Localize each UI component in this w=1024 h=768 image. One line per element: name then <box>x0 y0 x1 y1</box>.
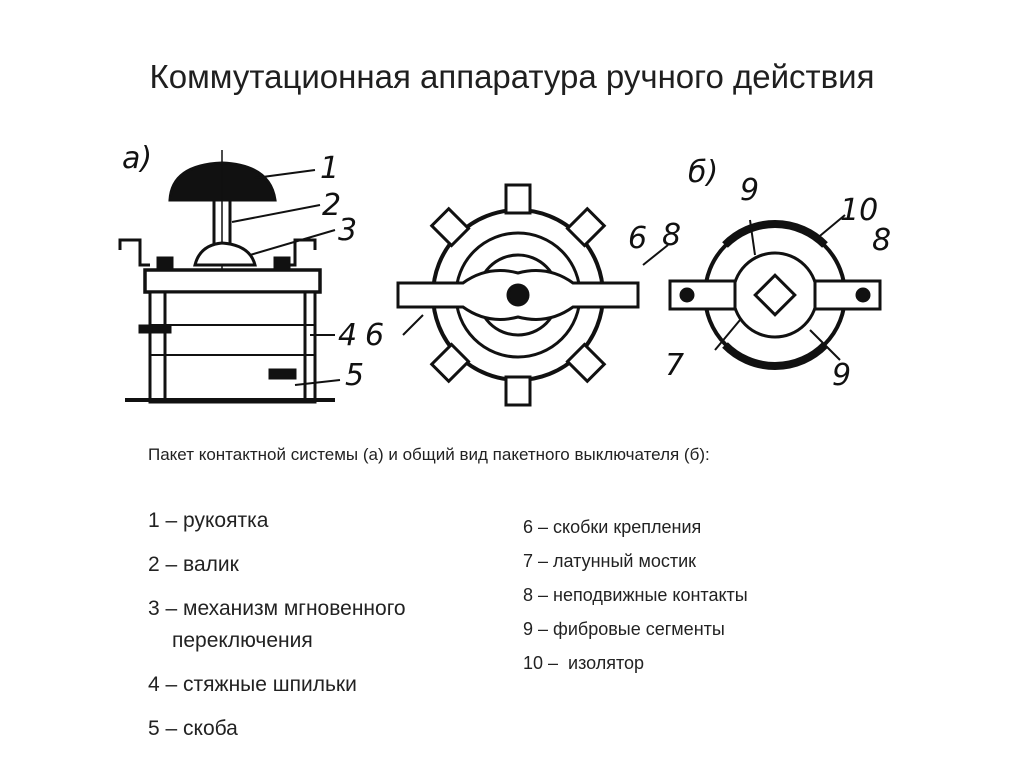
legend-item: 5 – скоба <box>148 717 238 740</box>
switch-diagram: а) б) 1 2 3 4 5 6 6 8 8 9 9 10 7 <box>110 130 910 430</box>
side-view-drawing <box>118 150 341 404</box>
contact-package-drawing <box>396 183 669 407</box>
legend-right-list: 6 – скобки крепления 7 – латунный мостик… <box>523 515 923 685</box>
slide-title: Коммутационная аппаратура ручного действ… <box>149 58 875 95</box>
callout-6-left: 6 <box>365 318 384 353</box>
legend-item: 3 – механизм мгновенного переключения <box>148 597 406 652</box>
callout-10: 10 <box>840 193 878 228</box>
legend-item: 2 – валик <box>148 553 239 576</box>
figure-caption: Пакет контактной системы (а) и общий вид… <box>148 445 710 464</box>
figure-b-label: б) <box>688 155 718 190</box>
callout-6-right: 6 <box>628 221 647 256</box>
callout-9-top: 9 <box>740 173 759 208</box>
callout-8-left: 8 <box>662 218 681 253</box>
callout-3: 3 <box>338 213 357 248</box>
legend-left-list: 1 – рукоятка 2 – валик 3 – механизм мгно… <box>148 505 508 757</box>
callout-4: 4 <box>338 318 357 353</box>
callout-1: 1 <box>320 151 339 186</box>
legend-item: 4 – стяжные шпильки <box>148 673 357 696</box>
callout-8-right: 8 <box>872 223 891 258</box>
callout-9-bottom: 9 <box>832 358 851 393</box>
legend-item: 9 – фибровые сегменты <box>523 619 725 639</box>
switch-diagram-svg: а) б) 1 2 3 4 5 6 6 8 8 9 9 10 7 <box>118 141 891 407</box>
switch-general-view-drawing <box>668 214 882 371</box>
callout-7: 7 <box>665 348 684 383</box>
legend-item: 7 – латунный мостик <box>523 551 697 571</box>
legend-item: 10 – изолятор <box>523 653 645 673</box>
figure-a-label: а) <box>122 141 152 176</box>
legend-item: 6 – скобки крепления <box>523 517 702 537</box>
legend-item: 8 – неподвижные контакты <box>523 585 748 605</box>
legend-item: 1 – рукоятка <box>148 509 269 532</box>
callout-5: 5 <box>345 358 364 393</box>
callout-2: 2 <box>322 188 341 223</box>
